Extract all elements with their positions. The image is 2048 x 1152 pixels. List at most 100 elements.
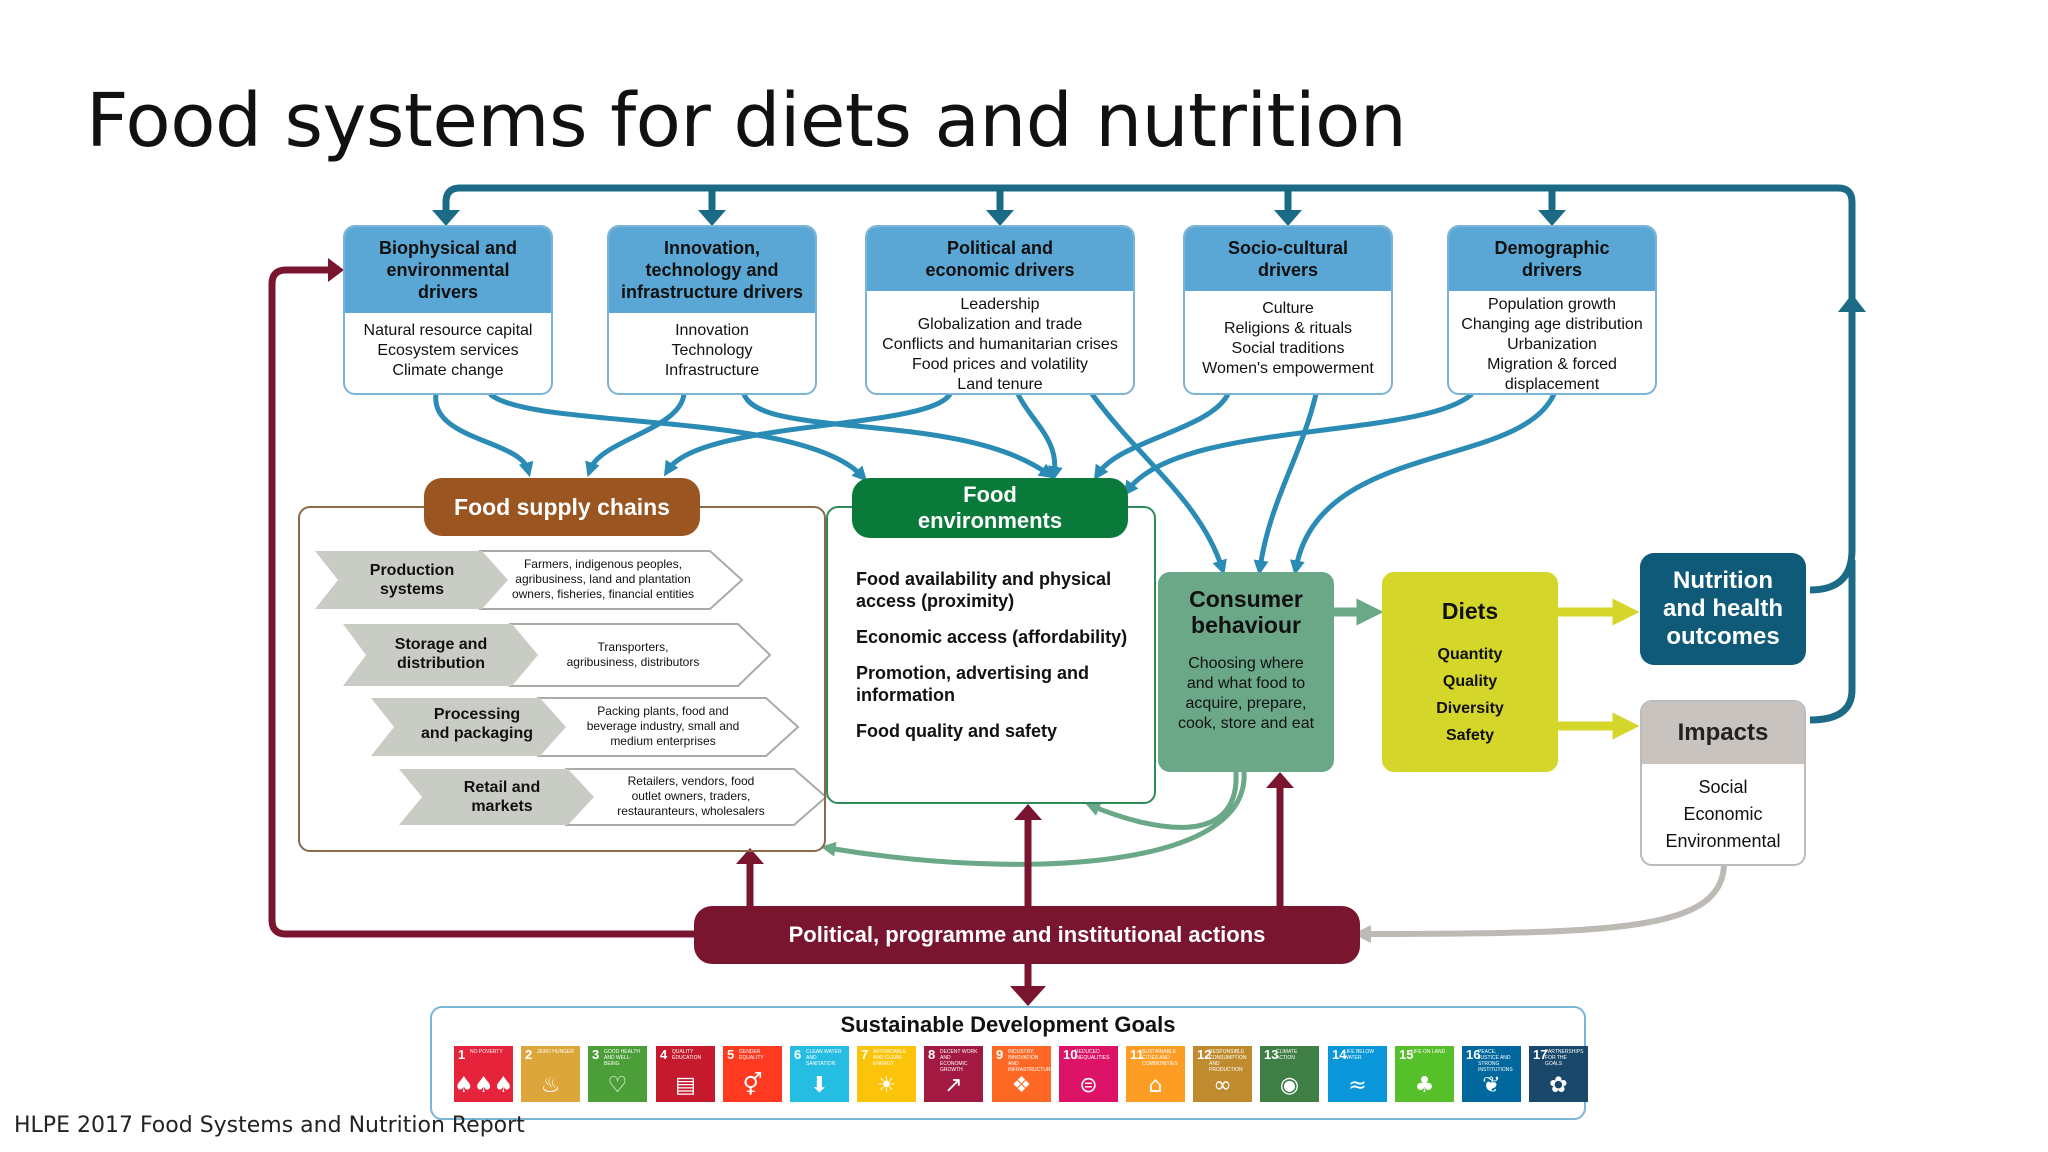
driver-title: Biophysical and environmental drivers (345, 227, 551, 313)
stage-description: Farmers, indigenous peoples, agribusines… (511, 557, 695, 601)
driver-demographic: Demographic drivers Population growth Ch… (1447, 225, 1657, 395)
growth-chart-icon: ↗ (944, 1073, 963, 1098)
sdg-goal-3: 3 GOOD HEALTH AND WELL-BEING ♡ (588, 1046, 647, 1102)
flow-arrows (1334, 598, 1640, 740)
driver-connectors (433, 392, 1557, 576)
sdg-number: 15 (1399, 1047, 1414, 1062)
sdg-number: 9 (996, 1047, 1004, 1062)
sdg-number: 14 (1332, 1047, 1347, 1062)
driver-title: Innovation, technology and infrastructur… (609, 227, 815, 313)
consumer-desc-line: Choosing where (1188, 655, 1304, 672)
sdg-label: NO POVERTY (470, 1049, 503, 1055)
driver-item: displacement (1504, 376, 1600, 393)
consumer-behaviour-box: Consumer behaviour Choosing where and wh… (1158, 572, 1334, 772)
bowl-icon: ♨ (540, 1073, 561, 1098)
political-actions-bar: Political, programme and institutional a… (694, 906, 1360, 964)
city-icon: ⌂ (1148, 1073, 1163, 1098)
nutrition-health-outcomes: Nutrition and health outcomes (1640, 553, 1806, 665)
diets-item: Quantity (1437, 646, 1503, 663)
sdg-goal-4: 4 QUALITY EDUCATION ▤ (656, 1046, 715, 1102)
supply-chain-chevrons (315, 550, 828, 826)
fish-icon: ≈ (1348, 1073, 1367, 1098)
driver-item: Technology (671, 342, 753, 359)
sdg-label: DECENT WORK AND ECONOMIC GROWTH (940, 1049, 978, 1073)
sdg-number: 11 (1130, 1047, 1144, 1062)
sdg-goal-9: 9 INDUSTRY, INNOVATION AND INFRASTRUCTURE… (992, 1046, 1054, 1102)
chevron-storage (343, 624, 538, 686)
driver-item: Conflicts and humanitarian crises (882, 336, 1118, 353)
sdg-label: LIFE ON LAND (1411, 1049, 1446, 1055)
diets-item: Safety (1445, 727, 1495, 744)
sdg-label: REDUCED INEQUALITIES (1075, 1049, 1110, 1061)
food-environments-box: Food availability and physical access (p… (826, 506, 1156, 804)
book-icon: ▤ (675, 1073, 696, 1098)
chevron-processing (371, 698, 566, 756)
driver-item: Culture (1262, 300, 1314, 317)
chevron-production (315, 551, 508, 609)
sdg-label: INDUSTRY, INNOVATION AND INFRASTRUCTURE (1008, 1049, 1054, 1073)
cubes-icon: ❖ (1011, 1073, 1032, 1098)
sdg-number: 4 (660, 1047, 668, 1062)
sdg-label: GOOD HEALTH AND WELL-BEING (604, 1049, 641, 1067)
stage-label: Processing and packaging (420, 706, 534, 742)
sdg-label: LIFE BELOW WATER (1344, 1049, 1375, 1061)
food-supply-chains-title: Food supply chains (424, 478, 700, 536)
driver-item: Natural resource capital (363, 322, 533, 339)
stage-description: Packing plants, food and beverage indust… (586, 704, 740, 748)
sdg-number: 6 (794, 1047, 802, 1062)
stage-label: Storage and distribution (394, 636, 488, 672)
sdg-label: QUALITY EDUCATION (672, 1049, 702, 1061)
driver-item: Changing age distribution (1461, 316, 1643, 333)
stage-description: Transporters, agribusiness, distributors (566, 640, 700, 669)
impacts-box: Impacts Social Economic Environmental (1640, 700, 1806, 866)
sdg-label: AFFORDABLE AND CLEAN ENERGY (873, 1049, 907, 1067)
tree-icon: ♣ (1414, 1073, 1435, 1098)
sun-icon: ☀ (876, 1073, 897, 1098)
sdg-label: CLEAN WATER AND SANITATION (806, 1049, 842, 1067)
sdg-label: SUSTAINABLE CITIES AND COMMUNITIES (1142, 1049, 1178, 1067)
driver-title: Demographic drivers (1449, 227, 1655, 291)
consumer-desc-line: cook, store and eat (1177, 715, 1315, 732)
sdg-label: PARTNERSHIPS FOR THE GOALS (1545, 1049, 1584, 1067)
driver-innovation: Innovation, technology and infrastructur… (607, 225, 817, 395)
driver-title: Socio-cultural drivers (1185, 227, 1391, 291)
impacts-title: Impacts (1642, 702, 1804, 764)
sdg-title: Sustainable Development Goals (840, 1012, 1176, 1037)
driver-item: Women's empowerment (1202, 360, 1374, 377)
eye-icon: ◉ (1279, 1073, 1300, 1098)
sdg-number: 3 (592, 1047, 600, 1062)
equal-icon: ⊜ (1079, 1073, 1098, 1098)
food-env-item: Food quality and safety (856, 721, 1058, 741)
people-icon: ♠♠♠ (454, 1073, 514, 1098)
sdg-label: CLIMATE ACTION (1276, 1049, 1298, 1061)
chevron-retail (399, 769, 594, 825)
food-env-item: Economic access (affordability) (856, 627, 1128, 647)
consumer-feedback (820, 771, 1247, 867)
infinity-icon: ∞ (1213, 1073, 1232, 1098)
feedback-loop-top (442, 184, 1856, 724)
diets-item: Diversity (1436, 700, 1504, 717)
consumer-desc-line: acquire, prepare, (1185, 695, 1307, 712)
sdg-number: 2 (525, 1047, 533, 1062)
heartbeat-icon: ♡ (607, 1073, 628, 1098)
diets-item: Quality (1442, 673, 1498, 690)
feedback-arrowheads (432, 210, 1866, 312)
rings-icon: ✿ (1549, 1073, 1568, 1098)
consumer-desc-line: and what food to (1186, 675, 1306, 692)
